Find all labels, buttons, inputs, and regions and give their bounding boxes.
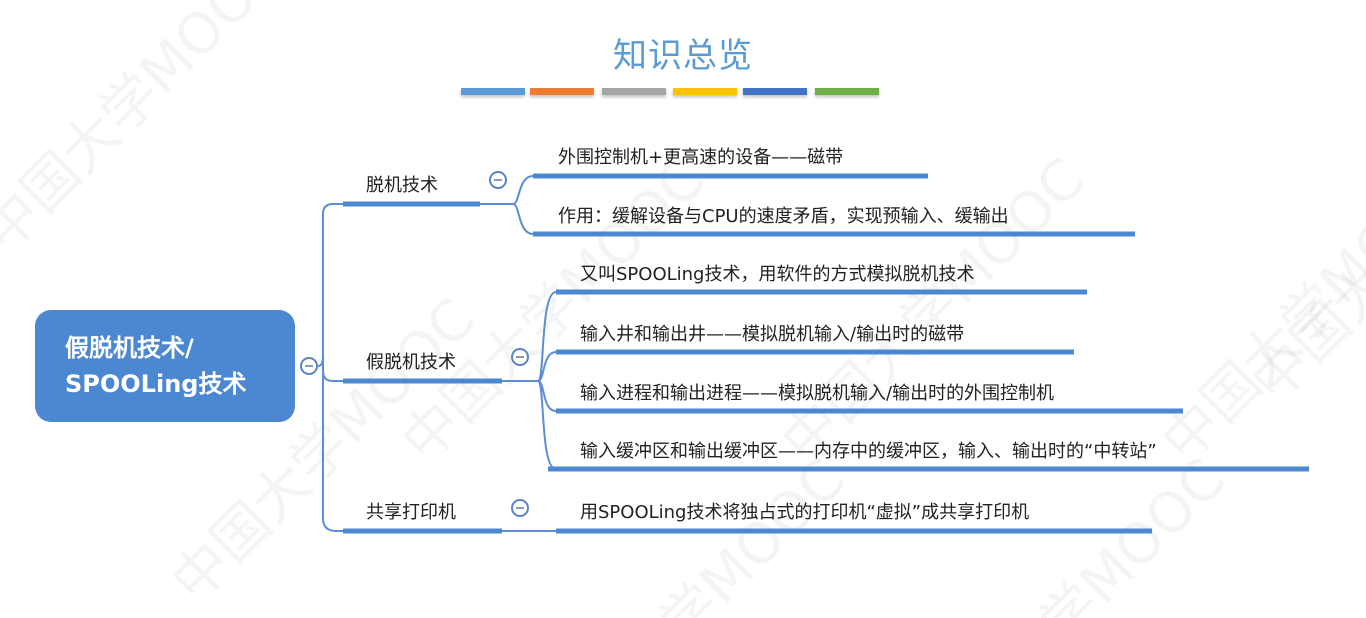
minus-circle-icon[interactable] [300,357,318,375]
color-bar-orange [530,88,594,95]
branch-node-offline-tech[interactable]: 脱机技术 [366,175,438,196]
leaf-node[interactable]: 外围控制机+更高速的设备——磁带 [558,147,844,168]
minus-circle-icon[interactable] [511,499,529,517]
leaf-node[interactable]: 又叫SPOOLing技术，用软件的方式模拟脱机技术 [580,264,975,285]
root-node[interactable]: 假脱机技术/ SPOOLing技术 [35,310,295,422]
branch-node-shared-printer[interactable]: 共享打印机 [366,502,456,523]
minus-circle-icon[interactable] [511,348,529,366]
minus-circle-icon[interactable] [489,171,507,189]
leaf-node[interactable]: 输入进程和输出进程——模拟脱机输入/输出时的外围控制机 [580,383,1055,404]
root-node-line2: SPOOLing技术 [65,370,247,398]
page-title: 知识总览 [613,36,753,76]
color-bar-yellow [673,88,737,95]
color-bar-gray [602,88,666,95]
color-bar-blue [461,88,525,95]
branch-node-spooling-tech[interactable]: 假脱机技术 [366,352,456,373]
leaf-node[interactable]: 作用：缓解设备与CPU的速度矛盾，实现预输入、缓输出 [558,206,1009,227]
color-bar-green [815,88,879,95]
color-bar-dark-blue [743,88,807,95]
leaf-node[interactable]: 用SPOOLing技术将独占式的打印机“虚拟”成共享打印机 [580,502,1030,523]
leaf-node[interactable]: 输入井和输出井——模拟脱机输入/输出时的磁带 [580,324,965,345]
leaf-node[interactable]: 输入缓冲区和输出缓冲区——内存中的缓冲区，输入、输出时的“中转站” [580,441,1157,462]
root-node-line1: 假脱机技术/ [65,334,194,362]
